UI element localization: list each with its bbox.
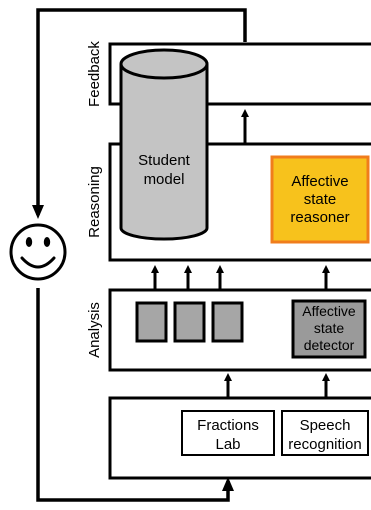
- fractions-lab-box: Fractions Lab: [181, 410, 275, 456]
- analysis-block-3: [211, 301, 244, 343]
- cylinder-body: [119, 64, 209, 241]
- reasoner-rect: [270, 155, 370, 244]
- feedback-loop-line: [32, 8, 247, 219]
- reasoner-label-line3: reasoner: [290, 209, 349, 226]
- detector-rect: [291, 299, 367, 359]
- analysis-block-1: [135, 301, 168, 343]
- analysis-layer-label: Analysis: [86, 302, 103, 358]
- detector-label-line3: detector: [304, 337, 355, 353]
- cylinder-top: [119, 48, 209, 80]
- fractions-lab-rect: [181, 410, 275, 456]
- affective-state-reasoner-box: Affective state reasoner: [270, 155, 370, 244]
- reasoning-layer-label: Reasoning: [86, 166, 103, 238]
- detector-label-line2: state: [314, 320, 345, 336]
- speech-recognition-box: Speech recognition: [281, 410, 369, 456]
- student-model-label-line2: model: [144, 171, 185, 188]
- student-model-cylinder: Student model: [119, 48, 209, 241]
- feedback-layer-label: Feedback: [86, 41, 103, 107]
- smiley-face-icon: [9, 223, 67, 281]
- affective-state-detector-box: Affective state detector: [291, 299, 367, 359]
- fractions-lab-label-line2: Lab: [215, 436, 240, 453]
- detector-label-line1: Affective: [302, 303, 356, 319]
- reasoner-label-line1: Affective: [291, 173, 348, 190]
- reasoner-label-line2: state: [304, 191, 337, 208]
- fractions-lab-label-line1: Fractions: [197, 417, 259, 434]
- analysis-block-2: [173, 301, 206, 343]
- input-loop-line: [36, 288, 234, 502]
- speech-recognition-label-line2: recognition: [288, 436, 361, 453]
- speech-recognition-label-line1: Speech: [300, 417, 351, 434]
- speech-recognition-rect: [281, 410, 369, 456]
- student-model-label-line1: Student: [138, 152, 191, 169]
